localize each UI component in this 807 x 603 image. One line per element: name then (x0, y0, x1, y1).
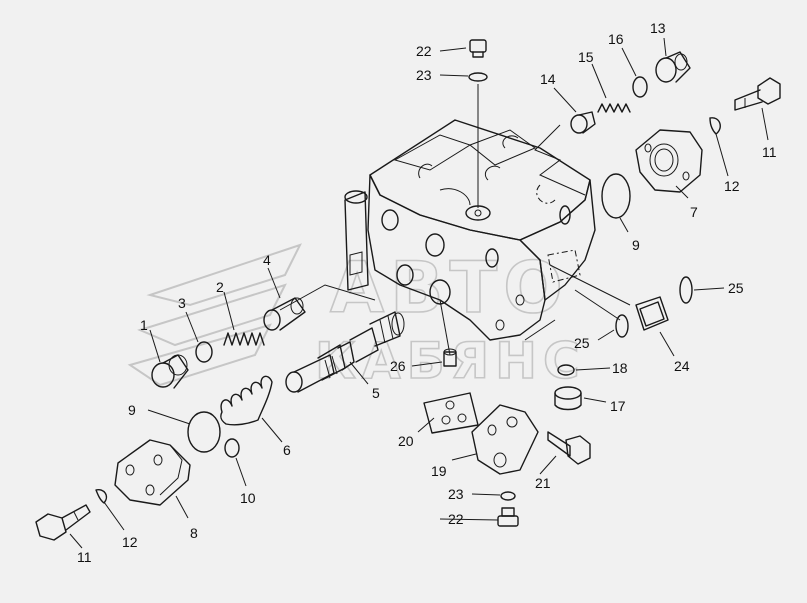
callout-11-lower: 11 (77, 549, 92, 565)
part-13-plug (655, 51, 691, 83)
part-11-bolt-lower (35, 504, 91, 541)
callout-25-right: 25 (728, 280, 744, 296)
callout-25-left: 25 (574, 335, 590, 351)
part-5-spool (285, 311, 405, 393)
callout-18: 18 (612, 360, 628, 376)
assembly-lines (279, 84, 631, 356)
callout-15: 15 (578, 49, 594, 65)
part-18-o-ring (557, 364, 575, 376)
part-2-spring (223, 332, 265, 346)
callout-26: 26 (390, 358, 406, 374)
part-8-cover (114, 439, 191, 506)
part-17-plug (554, 386, 582, 411)
callout-20: 20 (398, 433, 414, 449)
callout-11-top: 11 (762, 144, 777, 160)
part-24-gasket (635, 296, 669, 331)
part-7-cover (635, 129, 703, 193)
part-6-spring (220, 375, 273, 426)
part-3-o-ring (195, 341, 213, 363)
part-22-plug-bottom (497, 507, 519, 527)
part-4-poppet (263, 297, 306, 331)
part-14-poppet (570, 111, 596, 134)
callout-10: 10 (240, 490, 256, 506)
watermark: АВТО КАБЯНС (127, 243, 586, 391)
part-25-seal-left (615, 314, 629, 338)
callout-1: 1 (140, 317, 148, 333)
watermark-line2: КАБЯНС (315, 332, 586, 390)
part-1-plug (151, 354, 189, 389)
callout-3: 3 (178, 295, 186, 311)
watermark-logo (127, 243, 302, 387)
callout-21: 21 (535, 475, 551, 491)
callout-7: 7 (690, 204, 698, 220)
callout-8: 8 (190, 525, 198, 541)
callout-16: 16 (608, 31, 624, 47)
callout-2-label: 2 (216, 279, 224, 295)
part-12-washer-top (709, 117, 721, 135)
callout-23-bottom: 23 (448, 486, 464, 502)
part-25-seal-right (679, 276, 693, 304)
callout-24: 24 (674, 358, 690, 374)
part-15-spring (597, 103, 631, 113)
watermark-line1: АВТО (330, 247, 569, 329)
callout-23-top: 23 (416, 67, 432, 83)
part-9-o-ring-lower (187, 411, 221, 453)
callout-labels: 1 2 3 2 4 5 6 7 8 9 9 10 11 11 12 12 13 … (77, 20, 777, 565)
callout-22-top: 22 (416, 43, 432, 59)
part-12-washer-lower (95, 489, 108, 504)
callout-leaders (69, 37, 769, 549)
callout-22-bottom: 22 (448, 511, 464, 527)
part-23-o-ring-top (468, 72, 488, 82)
part-26-plug (443, 348, 457, 367)
callout-19: 19 (431, 463, 447, 479)
part-23-o-ring-bottom (500, 491, 516, 501)
part-9-o-ring-top (601, 173, 631, 219)
part-10-o-ring (224, 438, 240, 458)
callout-17: 17 (610, 398, 626, 414)
callout-13: 13 (650, 20, 666, 36)
callout-12-lower: 12 (122, 534, 138, 550)
valve-body (344, 119, 596, 341)
part-16-o-ring (632, 76, 648, 98)
callout-9-top: 9 (632, 237, 640, 253)
callout-4: 4 (263, 252, 271, 268)
callout-14: 14 (540, 71, 556, 87)
callout-9-lower: 9 (128, 402, 136, 418)
part-11-bolt-top (734, 77, 781, 111)
part-20-gasket (423, 392, 479, 434)
part-22-plug-top (469, 39, 487, 58)
callout-6: 6 (283, 442, 291, 458)
part-21-bolt (547, 431, 591, 465)
callout-5: 5 (372, 385, 380, 401)
part-19-block (471, 404, 539, 475)
callout-12-top: 12 (724, 178, 740, 194)
